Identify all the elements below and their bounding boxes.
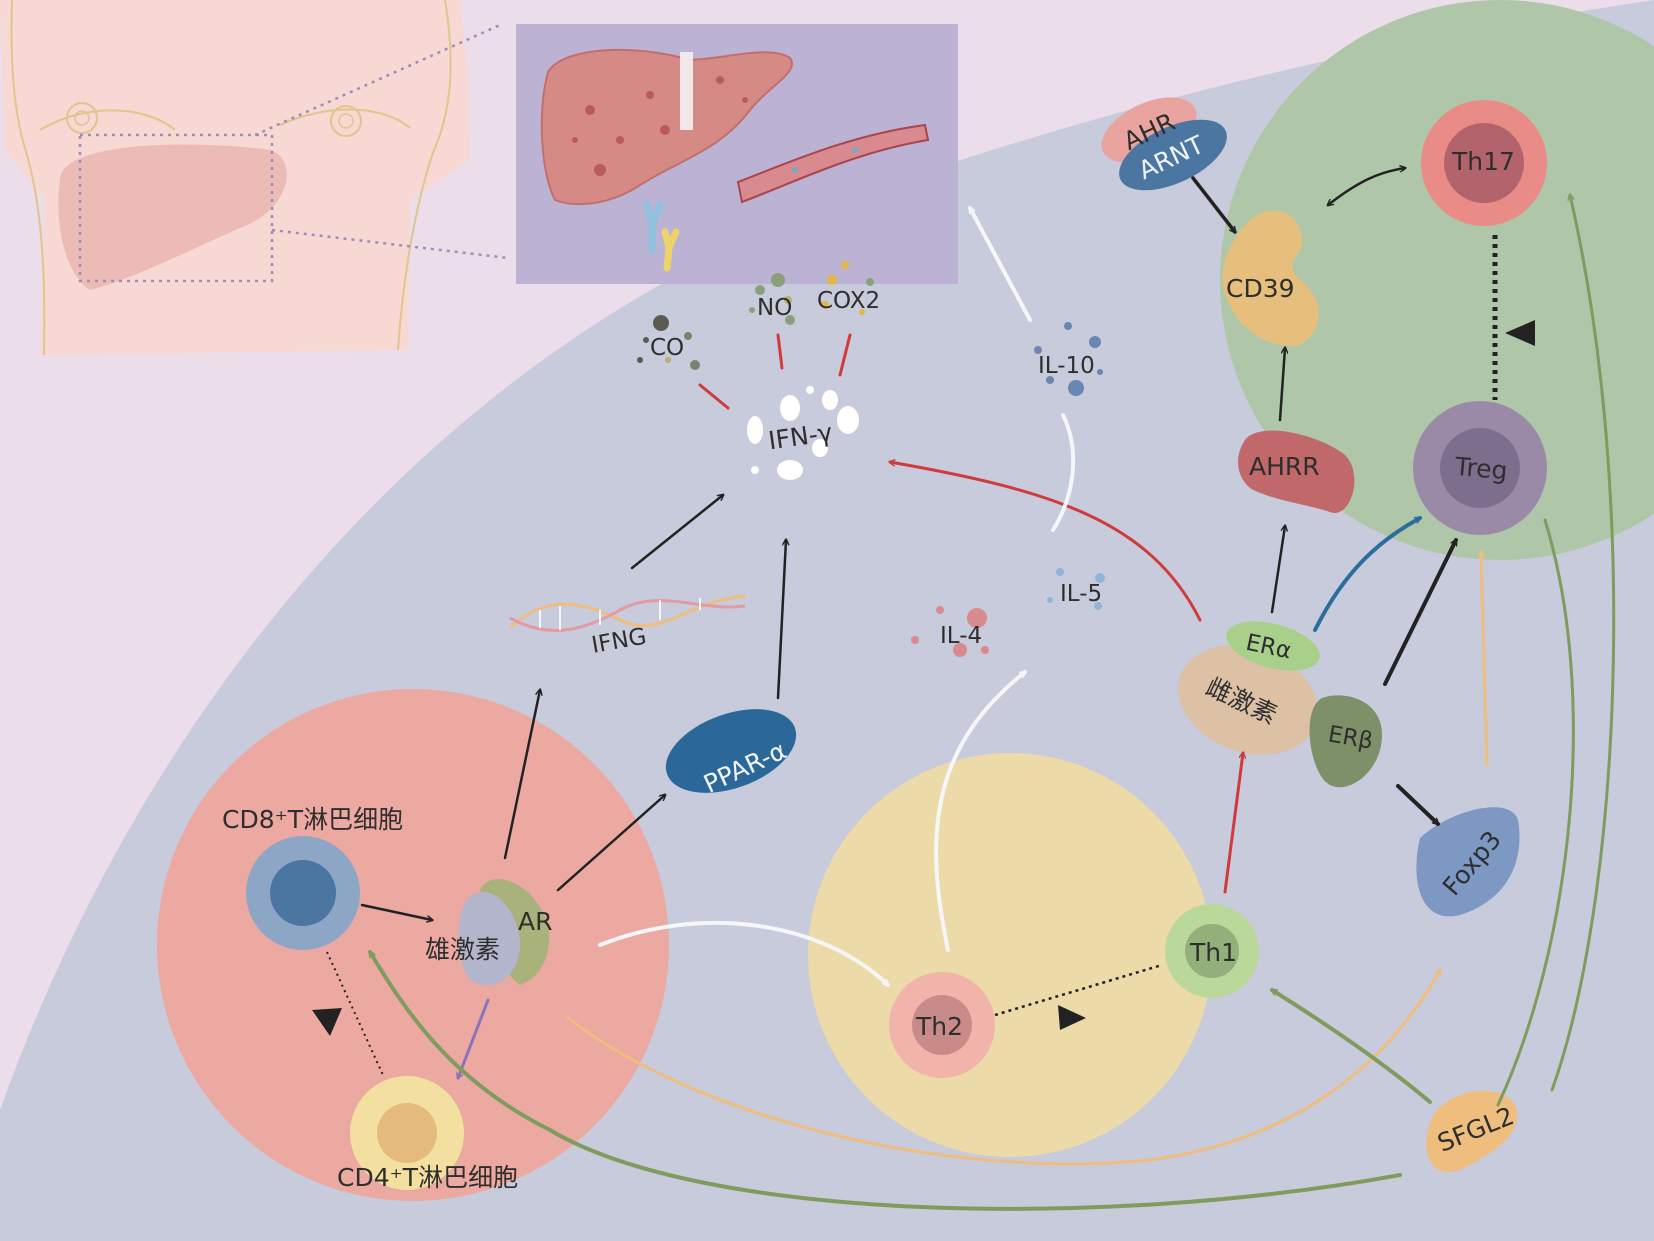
ahrr-label: AHRR [1249,452,1320,481]
th1-cell-nucleus [1185,924,1239,978]
co-particles [637,315,700,370]
ifn-gamma-particles [747,386,859,480]
th2-cell-nucleus [912,995,972,1055]
arrow-ahr-to-cd39 [1191,176,1235,232]
line-il5-to-il10 [1051,413,1076,532]
cd4-t-cell-nucleus [377,1103,437,1163]
arrow-estrogen-to-ifn-gamma [890,462,1202,622]
red-link-marks [698,333,852,410]
co-label: CO [650,335,684,361]
sfgl2 [1426,1090,1518,1172]
arrow-androgen-to-cd4 [458,998,490,1078]
arrow-androgen-to-foxp3 [566,970,1442,1166]
cox2-label: COX2 [817,288,880,314]
il4-particles [911,606,989,657]
estrogen-molecule [1178,645,1318,755]
antibody-icon [643,201,680,272]
il4-label: IL-4 [940,623,982,649]
red-region [157,689,669,1201]
il5-label: IL-5 [1060,581,1102,607]
cd4-t-cell-label: CD4⁺T淋巴细胞 [337,1163,518,1192]
arrow-ar-to-th2 [598,920,888,985]
th2-label: Th2 [915,1012,963,1041]
cd8-t-cell-nucleus [270,860,336,926]
arrow-er-beta-to-treg [1383,540,1458,686]
dotted-link-th2-th1 [994,963,1163,1017]
arrow-sfgl2-to-th17 [1550,195,1616,1092]
dotted-link-cd8-cd4 [326,951,384,1076]
er-alpha [1226,621,1320,671]
arrow-er-alpha-to-treg [1313,516,1420,632]
arrow-ar-to-ifng [503,690,540,860]
il10-particles [1034,322,1103,396]
th17-label: Th17 [1451,147,1515,176]
arrow-ppar-to-ifn-gamma [776,540,786,700]
th1-label: Th1 [1189,938,1237,967]
no-particles [749,273,795,325]
cd39 [1222,210,1319,346]
androgen-molecule [458,892,521,986]
no-label: NO [757,295,792,321]
arrow-th1-to-estrogen [1223,753,1243,894]
treg-cell-nucleus [1440,428,1520,508]
arrow-il10-to-liver [968,208,1032,322]
ar-label: AR [518,907,552,936]
il5-particles [1047,568,1105,610]
line-sfgl2-to-treg [1496,518,1575,1107]
arrow-ifng-to-ifn-gamma [630,495,723,570]
arrow-th2-to-il4 [934,670,1025,952]
arrow-er-beta-to-foxp3 [1396,784,1438,824]
cd39-label: CD39 [1226,274,1295,303]
ppar-alpha [665,709,797,793]
il10-label: IL-10 [1038,353,1095,379]
arrowhead-th17-treg [1505,320,1535,346]
arrow-sfgl2-to-cd8 [368,952,1402,1211]
treg-label: Treg [1453,452,1509,486]
cd8-t-cell-label: CD8⁺T淋巴细胞 [222,805,403,834]
androgen-label: 雄激素 [425,935,500,964]
arrow-foxp3-to-treg [1481,550,1489,767]
cox2-particles [821,261,874,315]
liver-icon [540,48,793,206]
torso-icon [0,0,509,356]
arrow-ahrr-to-cd39 [1278,348,1285,422]
foxp3 [1416,807,1520,917]
er-beta [1309,695,1382,788]
arnt [1119,119,1227,191]
arrow-er-alpha-to-ahrr [1270,526,1285,614]
arrow-cd39-th17 [1328,168,1405,205]
dna-icon [508,594,746,632]
yellow-region [808,753,1212,1157]
green-region [1220,0,1654,560]
arrow-sfgl2-to-th1 [1272,988,1432,1104]
ahrr [1238,430,1355,513]
arrow-ar-to-ppar [556,795,665,892]
th17-cell-nucleus [1444,123,1524,203]
arrowhead-cd8-cd4 [312,1008,342,1036]
arrowhead-th2-th1 [1058,1005,1086,1030]
arrow-cd8-to-androgen [360,903,432,920]
blood-vessel-icon [736,123,930,204]
